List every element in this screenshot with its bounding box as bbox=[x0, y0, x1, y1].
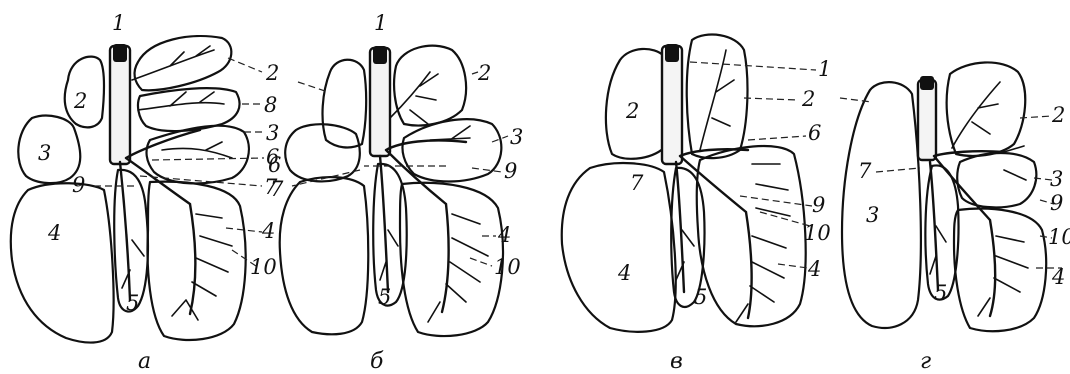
lobe-outline bbox=[280, 177, 369, 334]
panel-caption: б bbox=[370, 349, 384, 374]
label-number: 5 bbox=[694, 285, 707, 309]
label-number: 8 bbox=[264, 93, 277, 117]
label-number: 3 bbox=[866, 203, 879, 227]
label-number: 1 bbox=[112, 11, 125, 35]
lobe-outline bbox=[135, 36, 232, 90]
trachea bbox=[918, 80, 936, 160]
lobe-outline bbox=[11, 183, 114, 342]
label-number: 2 bbox=[1051, 103, 1065, 127]
label-number: 9 bbox=[72, 173, 85, 197]
lobe-outline bbox=[138, 88, 240, 131]
lobe-outline bbox=[394, 46, 466, 126]
label-number: 4 bbox=[1051, 265, 1065, 289]
bronchial-branches bbox=[676, 50, 790, 322]
lobe-outline bbox=[323, 60, 367, 148]
trachea bbox=[370, 48, 390, 156]
lobe-outline bbox=[842, 82, 921, 328]
label-number: 4 bbox=[47, 221, 61, 245]
label-number: 2 bbox=[625, 99, 639, 123]
trachea bbox=[662, 46, 682, 164]
lobe-outline bbox=[562, 163, 676, 332]
label-number: 9 bbox=[1050, 191, 1063, 215]
label-number: 5 bbox=[126, 291, 139, 315]
label-number: 10 bbox=[494, 255, 521, 279]
lobe-outline bbox=[954, 209, 1046, 332]
label-number: 3 bbox=[510, 125, 523, 149]
label-number: 7 bbox=[858, 159, 872, 183]
label-number: 7 bbox=[630, 171, 644, 195]
lobe-outline bbox=[957, 153, 1036, 207]
lobe-outline bbox=[402, 119, 501, 181]
label-number: 10 bbox=[1048, 225, 1070, 249]
trachea-lumen bbox=[373, 46, 387, 64]
main-bronchus bbox=[676, 149, 752, 318]
lobe-outline bbox=[947, 62, 1026, 155]
label-number: 4 bbox=[617, 261, 631, 285]
label-number: 2 bbox=[73, 89, 87, 113]
label-number: 10 bbox=[250, 255, 277, 279]
lobe-outline bbox=[400, 183, 503, 336]
panel-caption: а bbox=[138, 349, 151, 374]
label-number: 2 bbox=[265, 61, 279, 85]
label-number: 4 bbox=[807, 257, 821, 281]
bronchial-branches bbox=[380, 72, 488, 322]
label-number: 4 bbox=[261, 219, 275, 243]
label-number: 2 bbox=[801, 87, 815, 111]
trachea-lumen bbox=[113, 44, 127, 62]
lobe-outline bbox=[147, 126, 249, 184]
label-number: 3 bbox=[38, 141, 51, 165]
label-number: 10 bbox=[804, 221, 831, 245]
label-number: 3 bbox=[1050, 167, 1063, 191]
panel-g: 2 7 3 5 3 9 10 4 г bbox=[840, 62, 1070, 374]
leader-line bbox=[840, 98, 1062, 268]
label-number: 7 bbox=[270, 177, 284, 201]
label-number: 2 bbox=[477, 61, 491, 85]
label-number: 1 bbox=[818, 57, 831, 81]
trachea-lumen bbox=[920, 76, 934, 90]
label-number: 5 bbox=[378, 285, 391, 309]
label-number: 9 bbox=[504, 159, 517, 183]
label-number: 4 bbox=[497, 223, 511, 247]
panel-a: 1 2 3 4 2 8 3 6 9 7 4 10 5 а bbox=[11, 11, 280, 374]
label-number: 9 bbox=[812, 193, 825, 217]
panel-b: 1 2 3 9 4 10 5 6 7 б bbox=[268, 11, 523, 374]
trachea bbox=[110, 46, 130, 164]
label-number: 5 bbox=[934, 281, 947, 305]
trachea-lumen bbox=[665, 44, 679, 62]
panel-caption: г bbox=[920, 349, 931, 374]
main-bronchus bbox=[120, 130, 200, 314]
panel-v: 1 2 7 4 2 6 9 10 4 5 в bbox=[562, 35, 832, 374]
panel-caption: в bbox=[670, 349, 683, 374]
label-number: 6 bbox=[268, 153, 281, 177]
label-number: 1 bbox=[374, 11, 387, 35]
lobe-outline bbox=[687, 35, 748, 159]
label-number: 3 bbox=[266, 121, 279, 145]
label-number: 6 bbox=[808, 121, 821, 145]
